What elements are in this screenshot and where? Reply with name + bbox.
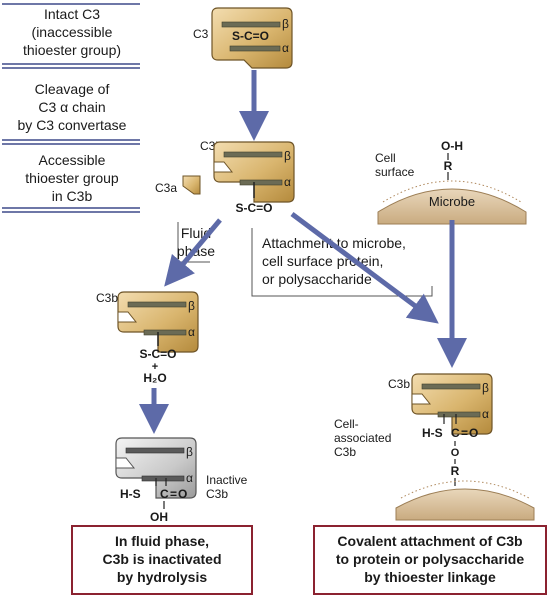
beta-label: β bbox=[186, 445, 193, 459]
beta-label: β bbox=[284, 149, 291, 163]
step-label-line: thioester group) bbox=[23, 42, 121, 58]
c3b-molecule: β α bbox=[213, 141, 295, 203]
alpha-label: α bbox=[188, 325, 195, 339]
cell-surface-label: Cell bbox=[375, 151, 396, 165]
hs-label: H-S bbox=[422, 426, 443, 440]
result-box-fluid: In fluid phase, C3b is inactivated by hy… bbox=[71, 525, 253, 595]
alpha-label: α bbox=[282, 41, 289, 55]
alpha-label: α bbox=[284, 175, 291, 189]
svg-text:In fluid phase,: In fluid phase, bbox=[115, 533, 209, 549]
svg-text:by thioester linkage: by thioester linkage bbox=[364, 569, 496, 585]
c3b-fluid-molecule: β α bbox=[117, 291, 199, 353]
step-label-line: C3 α chain bbox=[38, 99, 105, 115]
svg-text:Covalent attachment of C3b: Covalent attachment of C3b bbox=[337, 533, 522, 549]
svg-text:to protein or polysaccharide: to protein or polysaccharide bbox=[336, 551, 524, 567]
svg-text:or polysaccharide: or polysaccharide bbox=[262, 271, 372, 287]
svg-text:C3b is inactivated: C3b is inactivated bbox=[102, 551, 221, 567]
oxygen-label: O bbox=[469, 426, 478, 440]
c3a-label: C3a bbox=[155, 181, 177, 195]
thioester-label: S-C=O bbox=[139, 347, 176, 361]
c3-molecule: β α S-C=O bbox=[211, 7, 293, 69]
oxygen-label: O bbox=[178, 487, 187, 501]
alpha-label: α bbox=[482, 407, 489, 421]
carbon-label: C bbox=[160, 487, 169, 501]
step-accessible: Accessible thioester group in C3b bbox=[25, 152, 119, 204]
step-cleavage: Cleavage of C3 α chain by C3 convertase bbox=[18, 81, 127, 133]
c3b-cell-molecule: β α bbox=[411, 373, 493, 435]
result-box-covalent: Covalent attachment of C3b to protein or… bbox=[313, 525, 547, 595]
c3a-fragment bbox=[182, 175, 201, 195]
r-group-label: R bbox=[451, 464, 460, 478]
hydroxyl-label: O-H bbox=[441, 139, 463, 153]
thioester-label: S-C=O bbox=[235, 201, 272, 215]
microbe-label: Microbe bbox=[429, 194, 475, 209]
svg-text:by hydrolysis: by hydrolysis bbox=[117, 569, 207, 585]
thioester-label: S-C=O bbox=[232, 29, 269, 43]
c3-label: C3 bbox=[193, 27, 209, 41]
step-intact-c3: Intact C3 (inaccessible thioester group) bbox=[23, 6, 121, 58]
hs-label: H-S bbox=[120, 487, 141, 501]
step-label-line: by C3 convertase bbox=[18, 117, 127, 133]
cell-associated-label: C3b bbox=[334, 445, 356, 459]
step-label-line: Accessible bbox=[39, 152, 106, 168]
beta-label: β bbox=[282, 17, 289, 31]
cell-surface-label: surface bbox=[375, 165, 415, 179]
c3b-label: C3b bbox=[388, 377, 410, 391]
beta-label: β bbox=[188, 299, 195, 313]
step-separators bbox=[2, 3, 140, 213]
double-bond-label: = bbox=[170, 487, 177, 501]
step-label-line: Intact C3 bbox=[44, 6, 100, 22]
inactive-label: Inactive bbox=[206, 473, 248, 487]
microbe-surface: Microbe bbox=[377, 180, 527, 225]
oxygen-label: O bbox=[451, 447, 460, 459]
c3b-label: C3b bbox=[96, 291, 118, 305]
step-label-line: (inaccessible bbox=[32, 24, 113, 40]
hydroxyl-label: OH bbox=[150, 510, 168, 524]
fluid-phase-label: Fluid phase bbox=[177, 222, 215, 263]
double-bond-label: = bbox=[461, 426, 468, 440]
plus-label: + bbox=[152, 361, 158, 373]
step-label-line: in C3b bbox=[52, 188, 93, 204]
water-label: H₂O bbox=[143, 371, 166, 385]
r-group-label: R bbox=[444, 159, 453, 173]
beta-label: β bbox=[482, 381, 489, 395]
cell-associated-label: Cell- bbox=[334, 417, 359, 431]
alpha-label: α bbox=[186, 471, 193, 485]
step-label-line: Cleavage of bbox=[35, 81, 110, 97]
inactive-c3b-molecule: β α bbox=[115, 437, 197, 499]
carbon-label: C bbox=[451, 426, 460, 440]
arrow-attachment bbox=[290, 211, 439, 324]
attachment-label: Attachment to microbe, cell surface prot… bbox=[251, 228, 433, 297]
step-label-line: thioester group bbox=[25, 170, 119, 186]
inactive-label: C3b bbox=[206, 487, 228, 501]
cell-associated-label: associated bbox=[334, 431, 391, 445]
arrow-fluid-phase bbox=[164, 218, 222, 287]
microbe-surface bbox=[395, 480, 535, 521]
